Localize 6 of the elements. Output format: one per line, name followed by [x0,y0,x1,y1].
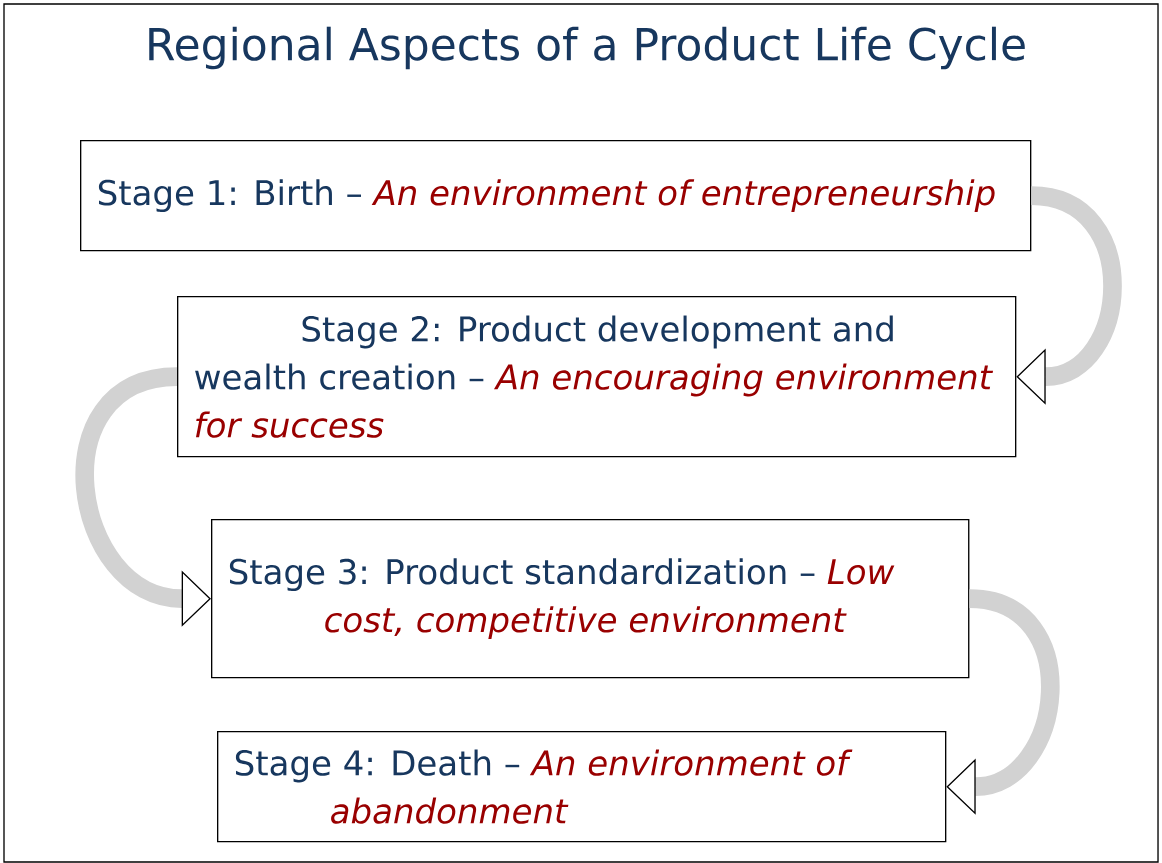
stage-box: Stage 1: Birth – An environment of entrepreneurship [80,140,1032,252]
curved-arrow [1016,186,1122,405]
stage-box: Stage 3: Product standardization – Low cost, competitive environment [211,519,970,679]
stage-box: Stage 2: Product development and wealth creation – An encouraging environment for success [177,296,1017,458]
curved-arrow [946,589,1060,815]
title: Regional Aspects of a Product Life Cycle [149,26,1025,70]
